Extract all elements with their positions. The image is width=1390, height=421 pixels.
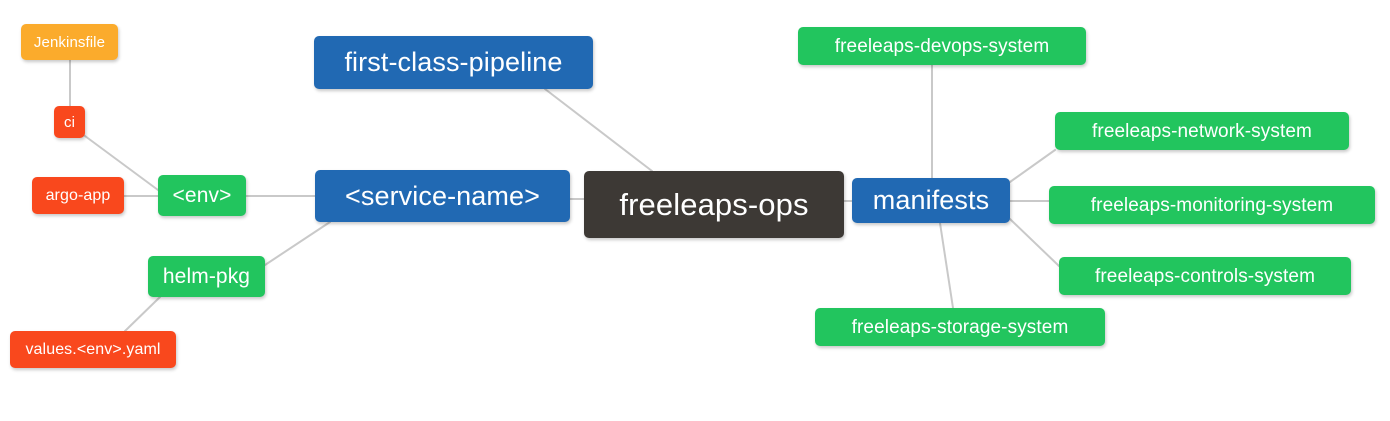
edge-first-class-pipeline-to-freeleaps-ops: [544, 88, 653, 172]
edge-manifests-to-freeleaps-controls-system: [1009, 218, 1060, 267]
node-argo-app[interactable]: argo-app: [32, 177, 124, 214]
node-ci[interactable]: ci: [54, 106, 85, 138]
node-freeleaps-monitoring-system[interactable]: freeleaps-monitoring-system: [1049, 186, 1375, 224]
node-first-class-pipeline[interactable]: first-class-pipeline: [314, 36, 593, 89]
node-manifests[interactable]: manifests: [852, 178, 1010, 223]
node-freeleaps-devops-system[interactable]: freeleaps-devops-system: [798, 27, 1086, 65]
node-jenkinsfile[interactable]: Jenkinsfile: [21, 24, 118, 60]
node-freeleaps-controls-system[interactable]: freeleaps-controls-system: [1059, 257, 1351, 295]
edge-service-name-to-helm-pkg: [264, 221, 331, 266]
edge-helm-pkg-to-values-yaml: [124, 296, 161, 332]
node-freeleaps-network-system[interactable]: freeleaps-network-system: [1055, 112, 1349, 150]
node-helm-pkg[interactable]: helm-pkg: [148, 256, 265, 297]
edge-manifests-to-freeleaps-network-system: [1009, 149, 1056, 183]
node-values-yaml[interactable]: values.<env>.yaml: [10, 331, 176, 368]
edge-manifests-to-freeleaps-storage-system: [939, 222, 954, 309]
node-service-name[interactable]: <service-name>: [315, 170, 570, 222]
node-freeleaps-ops[interactable]: freeleaps-ops: [584, 171, 844, 238]
node-freeleaps-storage-system[interactable]: freeleaps-storage-system: [815, 308, 1105, 346]
node-env[interactable]: <env>: [158, 175, 246, 216]
